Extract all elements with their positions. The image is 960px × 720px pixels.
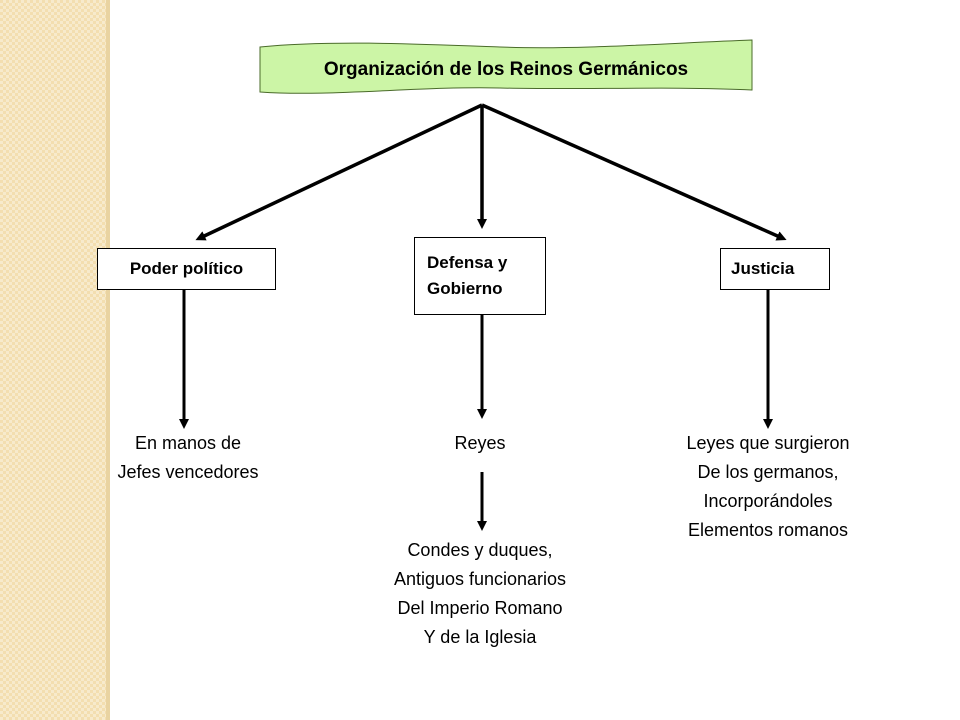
leaf-reyes: Reyes — [454, 433, 506, 453]
leaf-leyes: Leyes que surgieron De los germanos, Inc… — [686, 433, 850, 540]
node-defensa-gobierno: Defensa y Gobierno — [414, 237, 546, 315]
diagram-title: Organización de los Reinos Germánicos — [323, 59, 689, 80]
title-banner — [259, 39, 753, 94]
side-strip-edge — [106, 0, 110, 720]
arrow-to-poder-politico — [195, 103, 483, 241]
leaf-condes-duques: Condes y duques, Antiguos funcionarios D… — [393, 540, 567, 647]
decorative-side-strip — [0, 0, 106, 720]
arrow-to-justicia — [481, 103, 787, 241]
leaf-jefes-vencedores: En manos de Jefes vencedores — [117, 433, 259, 482]
node-poder-politico: Poder político — [97, 248, 276, 290]
node-justicia: Justicia — [720, 248, 830, 290]
